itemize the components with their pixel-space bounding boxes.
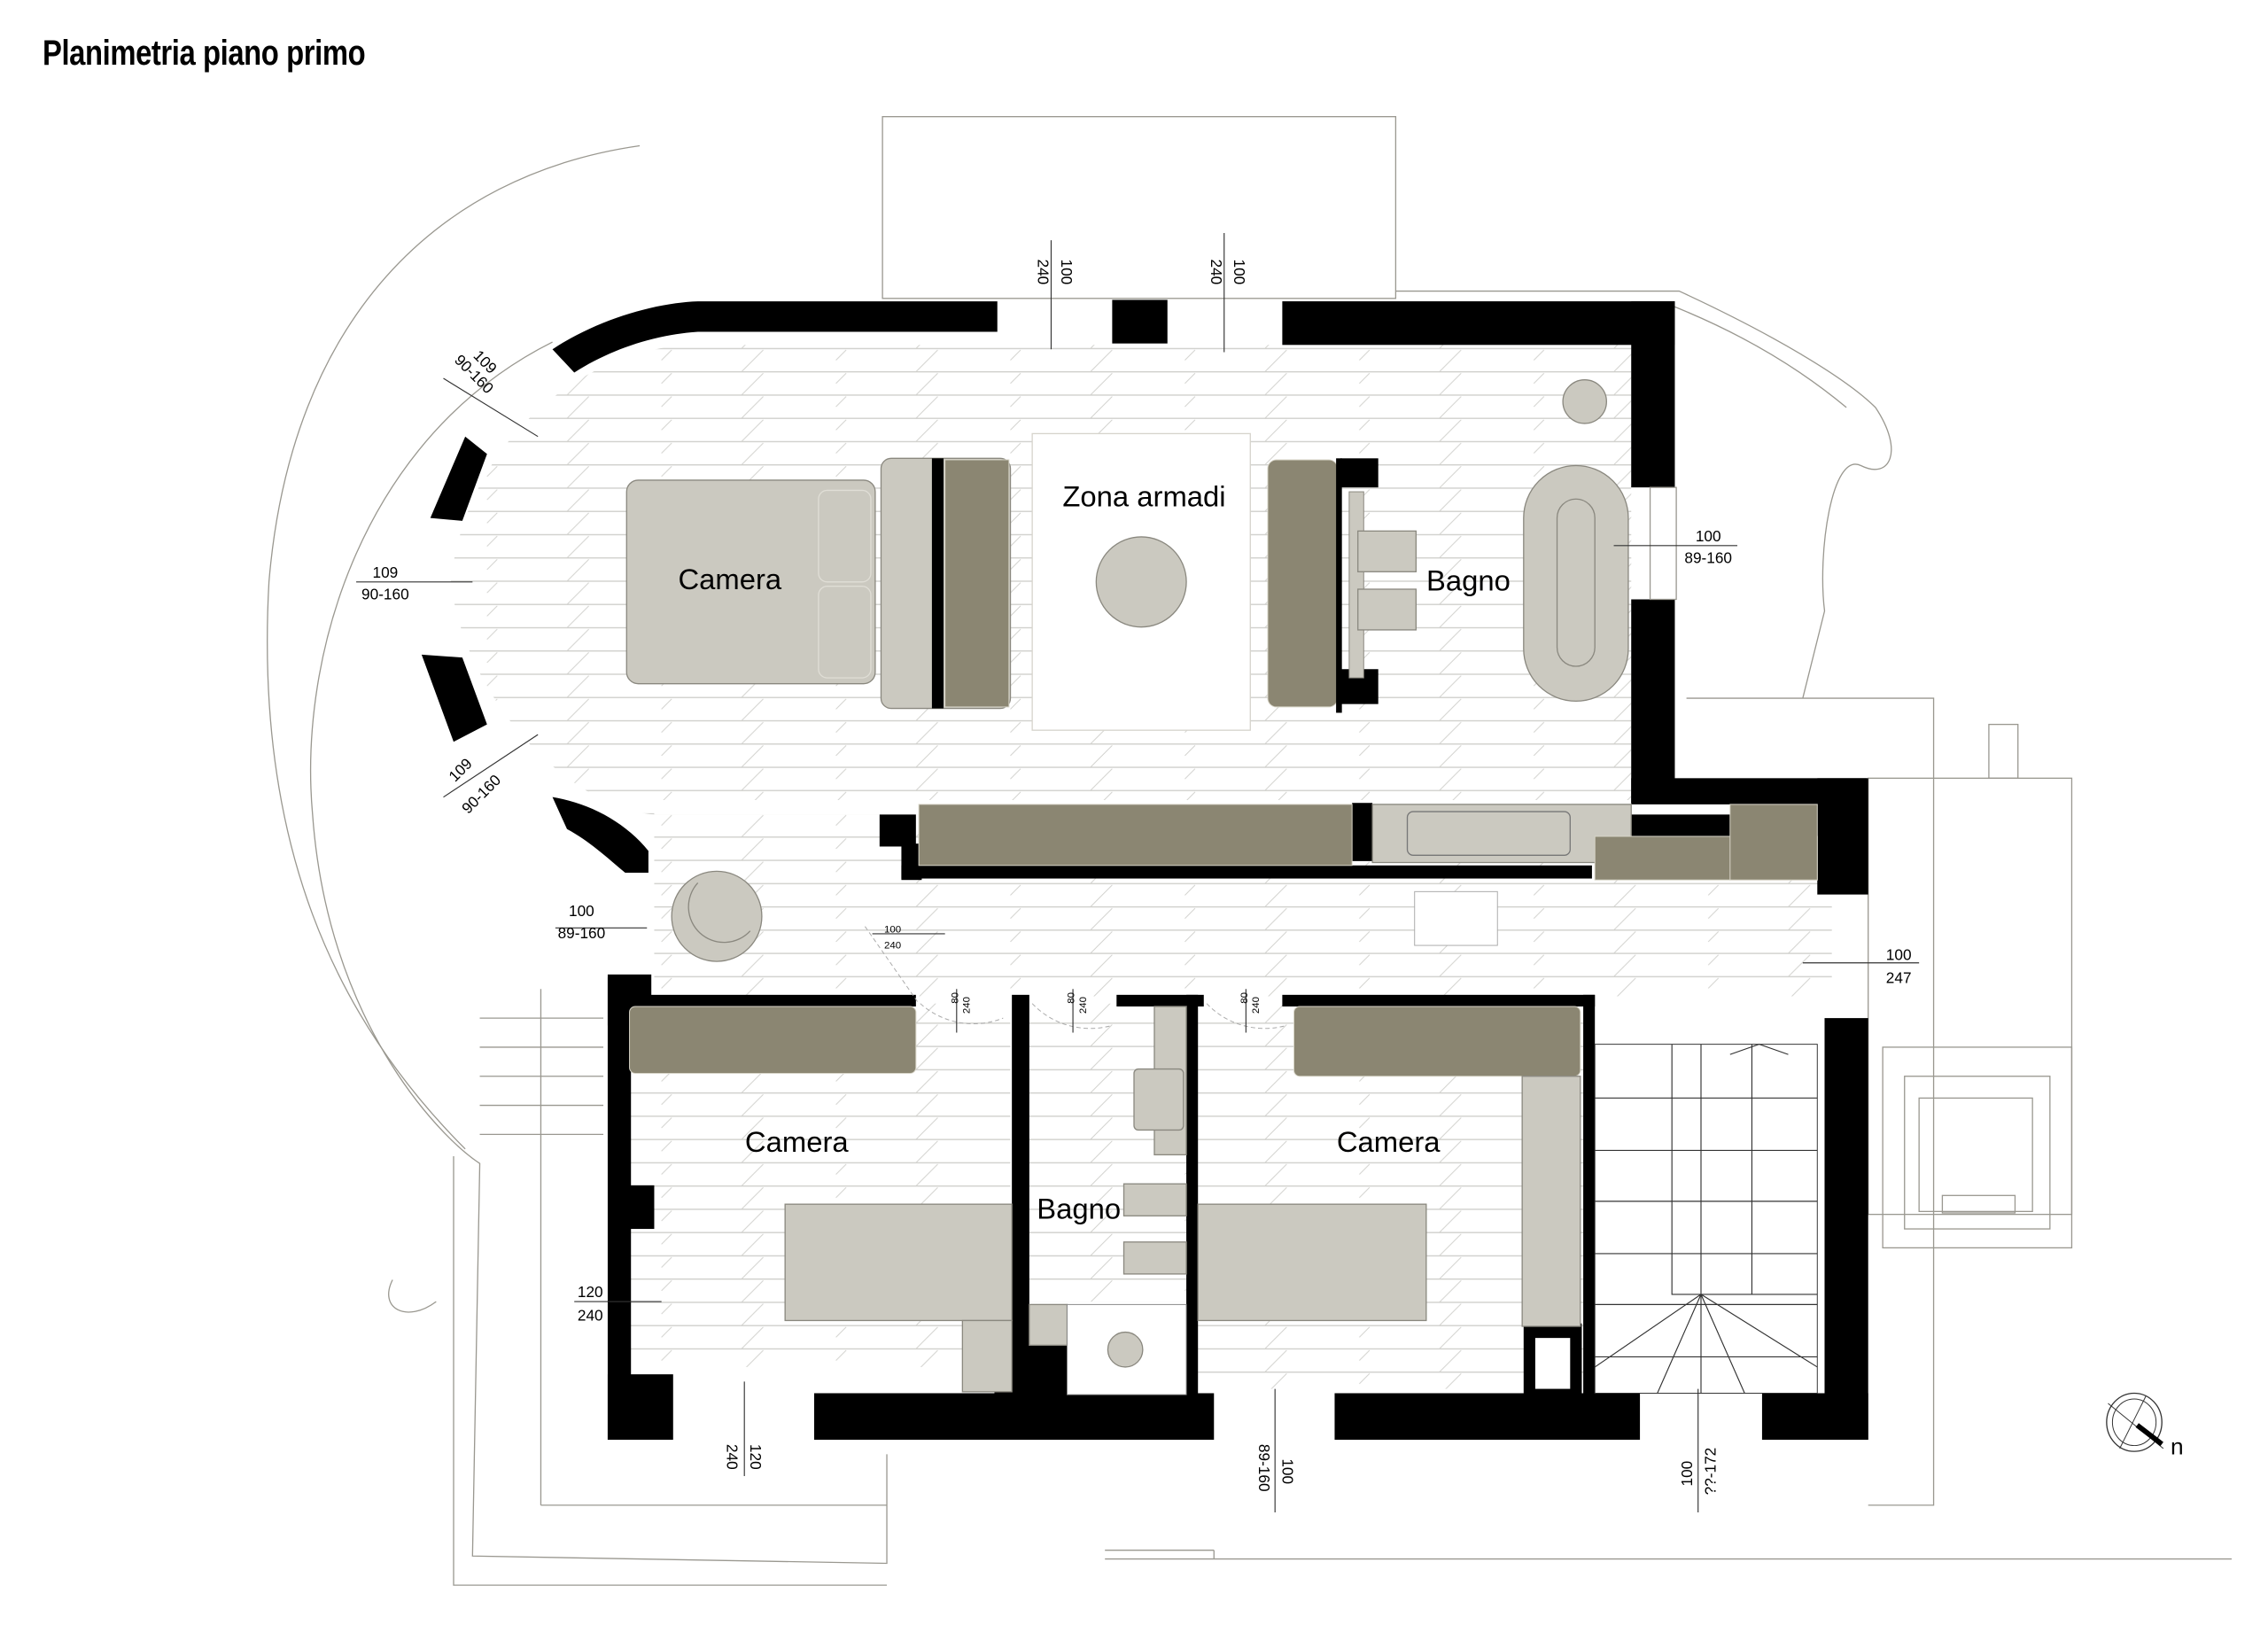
bathtub [1523, 464, 1629, 703]
dim-bottom-stair-height: ??-172 [1701, 1448, 1719, 1496]
dim-door-right-height: 240 [1251, 997, 1262, 1014]
lower-rooms-furniture [629, 1006, 1581, 1395]
dim-right-corridor-width: 100 [1886, 945, 1912, 963]
washbasin [1133, 1068, 1184, 1131]
dim-top1-width: 100 [1058, 259, 1076, 284]
dim-top2-height: 240 [1208, 259, 1225, 284]
wardrobe-right [1267, 459, 1339, 708]
double-bed [625, 479, 876, 685]
bed-left [784, 1203, 1013, 1322]
compass-label: n [2171, 1433, 2184, 1459]
plant-pot [1562, 379, 1607, 424]
corridor-wardrobe [918, 804, 1353, 867]
staircase [1594, 1044, 1818, 1394]
dim-left-bedroom-width: 120 [578, 1283, 603, 1301]
wardrobe-left [944, 459, 1010, 708]
room-label-bedroom-right: Camera [1337, 1125, 1441, 1158]
dim-curve-mid-width: 109 [373, 563, 399, 581]
dim-corridor-door-width: 100 [884, 924, 901, 935]
toilet-lower [1122, 1241, 1187, 1275]
dim-bottom-left-width: 120 [747, 1444, 765, 1470]
dim-right-bath-width: 100 [1696, 527, 1721, 545]
dim-left-bedroom-height: 240 [578, 1306, 603, 1324]
bidet-lower [1122, 1183, 1187, 1216]
room-label-master-bedroom: Camera [678, 563, 781, 595]
dim-door-bath-width: 80 [1067, 992, 1077, 1004]
dim-bottom-stair-width: 100 [1678, 1461, 1696, 1487]
dimension-lines [356, 232, 1920, 1513]
ottoman [1095, 536, 1187, 628]
page-title: Planimetria piano primo [43, 34, 366, 73]
shower-drain [1107, 1331, 1144, 1368]
room-label-closet: Zona armadi [1062, 479, 1225, 512]
toilet [1357, 588, 1418, 631]
wardrobe-bedroom-left [629, 1006, 917, 1074]
dim-door-left-height: 240 [962, 997, 973, 1014]
elevator [1882, 1046, 2073, 1249]
dim-left-corridor-height: 89-160 [558, 924, 606, 942]
dim-curve-lower-width: 109 [445, 755, 475, 785]
wardrobe-bedroom-right [1293, 1006, 1581, 1077]
master-bedroom-furniture [625, 379, 1677, 731]
dim-bottom-left-height: 240 [724, 1444, 742, 1470]
dim-corridor-door-height: 240 [884, 940, 901, 951]
dim-bottom-center-width: 100 [1278, 1458, 1296, 1484]
dim-curve-lower-height: 90-160 [458, 771, 504, 817]
bidet [1357, 530, 1418, 572]
dim-door-right-width: 80 [1239, 992, 1250, 1004]
room-label-bedroom-left: Camera [745, 1125, 849, 1158]
dim-bottom-center-height: 89-160 [1255, 1444, 1273, 1492]
dim-top1-height: 240 [1035, 259, 1052, 284]
round-chair [671, 870, 763, 962]
dim-door-left-width: 80 [950, 992, 960, 1004]
exterior-outline [267, 116, 2232, 1586]
dim-top2-width: 100 [1231, 259, 1248, 284]
corridor-storage [671, 804, 1818, 962]
room-label-bath-center: Bagno [1037, 1193, 1121, 1225]
north-arrow-icon: n [2106, 1392, 2184, 1459]
dim-curve-mid-height: 90-160 [361, 585, 409, 602]
walls [421, 299, 1868, 1440]
room-label-master-bath: Bagno [1426, 564, 1511, 597]
bed-right [1197, 1203, 1427, 1322]
dim-left-corridor-width: 100 [569, 902, 594, 920]
dim-right-corridor-height: 247 [1886, 969, 1912, 987]
dim-right-bath-height: 89-160 [1684, 548, 1732, 566]
door-swings [865, 926, 1287, 1030]
dim-door-bath-height: 240 [1078, 997, 1089, 1014]
room-labels: Camera Zona armadi Bagno Camera Bagno Ca… [678, 479, 1510, 1224]
